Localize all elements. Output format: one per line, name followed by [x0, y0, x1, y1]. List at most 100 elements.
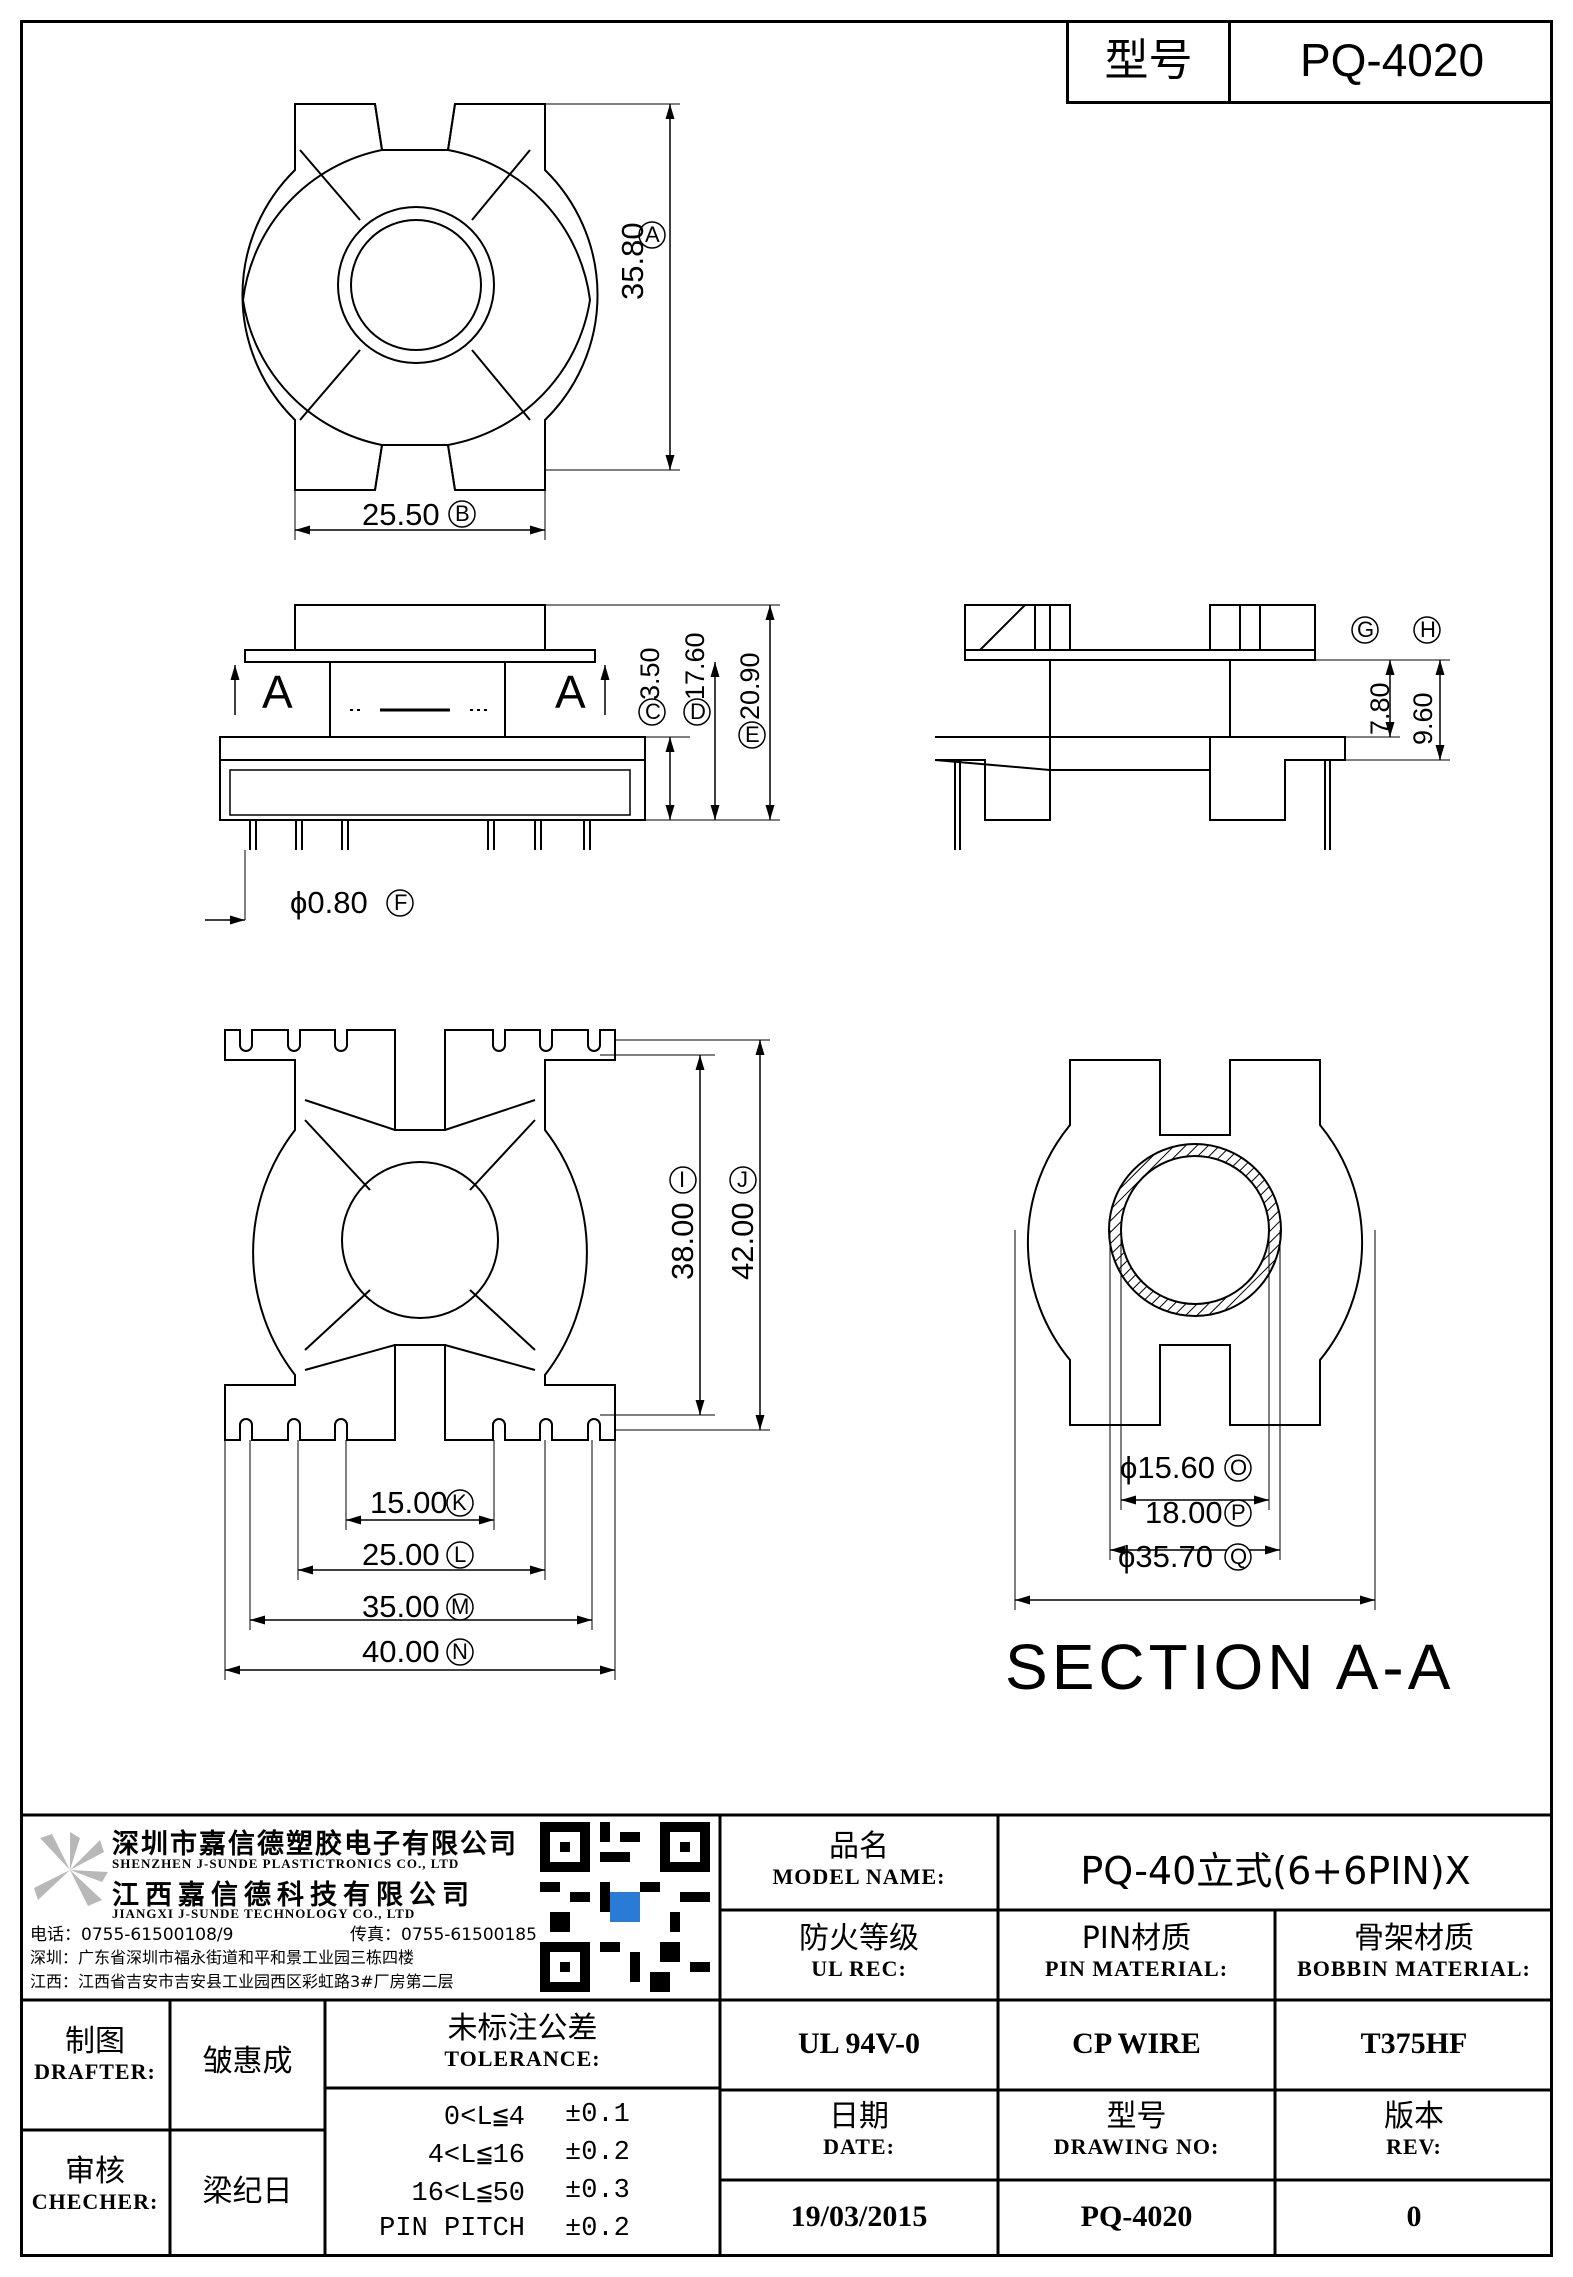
marker-n [446, 1638, 474, 1666]
marker-o-letter: O [1230, 1455, 1248, 1480]
front-view [219, 604, 646, 850]
model-name-label: 品名 MODEL NAME: [720, 1830, 998, 1890]
pin-material-en: PIN MATERIAL: [1044, 1956, 1229, 1981]
tolerance-value: ±0.3 [565, 2176, 630, 2206]
dim-i: 38.00 [665, 1202, 700, 1280]
rev-label: 版本 REV: [1275, 2100, 1553, 2160]
header-model-box: 型号 PQ-4020 [1066, 20, 1553, 104]
drawing-no-label: 型号 DRAWING NO: [998, 2100, 1275, 2160]
drafter-en: DRAFTER: [34, 2059, 156, 2084]
ul-rec-value: UL 94V-0 [798, 2027, 920, 2060]
company-logo [30, 1830, 110, 1910]
contact-fax: 传真：0755-61500185 [350, 1925, 537, 1945]
checker-label: 审核 CHECHER: [20, 2155, 170, 2215]
dim-p: 18.00 [1145, 1495, 1223, 1530]
tolerance-value: ±0.2 [565, 2138, 630, 2168]
date-value: 19/03/2015 [790, 2200, 928, 2233]
tolerance-value: ±0.1 [565, 2100, 630, 2130]
bobbin-material-cn: 骨架材质 [1354, 1921, 1474, 1956]
marker-d [683, 698, 711, 726]
front-pins [249, 820, 591, 850]
header-model-value: PQ-4020 [1299, 34, 1485, 86]
qr-code [540, 1822, 710, 1992]
section-label-left: A [262, 666, 293, 718]
company-name-en-1: SHENZHEN J-SUNDE PLASTICTRONICS CO., LTD [112, 1856, 460, 1871]
bottom-view-hole [341, 1161, 499, 1319]
company-name-cn-2: 江西嘉信德科技有限公司 [112, 1880, 475, 1911]
tolerance-range: 0<L≦4 [443, 2103, 525, 2133]
top-view-outline [241, 103, 384, 491]
ul-rec-en: UL REC: [811, 1956, 907, 1981]
marker-d-letter: D [690, 699, 706, 724]
dim-f: ϕ0.80 [290, 885, 368, 920]
marker-l-letter: L [454, 1542, 467, 1567]
tolerance-en: TOLERANCE: [444, 2046, 601, 2071]
dimension-markers [386, 221, 1441, 1666]
pin-material-cn: PIN材质 [1081, 1921, 1192, 1956]
drawing-no-value: PQ-4020 [1080, 2200, 1193, 2233]
marker-g-letter: G [1357, 617, 1375, 642]
marker-l [446, 1541, 474, 1569]
ul-rec-cn: 防火等级 [799, 1921, 919, 1956]
marker-a [638, 221, 666, 249]
dim-o: ϕ15.60 [1120, 1450, 1215, 1485]
address-jiangxi: 江西：江西省吉安市吉安县工业园西区彩虹路3#厂房第二层 [30, 1972, 454, 1991]
dim-m: 35.00 [362, 1589, 440, 1624]
dim-h: 9.60 [1408, 692, 1438, 745]
bobbin-material-en: BOBBIN MATERIAL: [1297, 1956, 1531, 1981]
title-block-grid [20, 1813, 1553, 2257]
bottom-view [224, 1029, 616, 1441]
contact-tel: 电话：0755-61500108/9 [30, 1925, 234, 1945]
marker-i-letter: I [679, 1167, 686, 1192]
dim-q: ϕ35.70 [1118, 1539, 1213, 1574]
company-name-cn-1: 深圳市嘉信德塑胶电子有限公司 [112, 1829, 518, 1860]
marker-m-letter: M [451, 1594, 470, 1619]
dim-l: 25.00 [362, 1537, 440, 1572]
marker-k-letter: K [452, 1490, 467, 1515]
model-name-en: MODEL NAME: [772, 1864, 946, 1889]
marker-o [1224, 1454, 1252, 1482]
marker-j-letter: J [737, 1167, 748, 1192]
drawing-no-cn: 型号 [1106, 2099, 1167, 2134]
tolerance-range: 4<L≦16 [427, 2141, 525, 2171]
marker-b-letter: B [455, 501, 470, 526]
dim-c: 3.50 [635, 647, 665, 700]
company-name-en-2: JIANGXI J-SUNDE TECHNOLOGY CO., LTD [112, 1906, 416, 1921]
side-view [934, 604, 1346, 850]
tolerance-table: 0<L≦4 ±0.1 4<L≦16 ±0.2 16<L≦50 ±0.3 PIN … [325, 2092, 720, 2257]
marker-k [446, 1489, 474, 1517]
dim-d: 17.60 [680, 632, 710, 700]
tolerance-label: 未标注公差 TOLERANCE: [325, 2012, 720, 2072]
checker-value: 梁纪日 [202, 2174, 293, 2209]
dim-b: 25.50 [362, 497, 440, 532]
marker-h [1413, 616, 1441, 644]
section-aa-view [1014, 1059, 1376, 1610]
drafter-value: 皱惠成 [202, 2044, 293, 2079]
date-label: 日期 DATE: [720, 2100, 998, 2160]
marker-f-letter: F [394, 890, 408, 915]
section-label-right: A [555, 666, 586, 718]
tolerance-range: 16<L≦50 [411, 2179, 525, 2209]
rev-value: 0 [1406, 2200, 1422, 2233]
top-view-hole [337, 206, 495, 364]
top-view [241, 103, 599, 491]
marker-m [446, 1593, 474, 1621]
tolerance-value: ±0.2 [565, 2214, 630, 2244]
marker-q-letter: Q [1230, 1544, 1248, 1569]
rev-en: REV: [1386, 2134, 1442, 2159]
address-shenzhen: 深圳：广东省深圳市福永街道和平和景工业园三栋四楼 [30, 1948, 415, 1967]
marker-c-letter: C [645, 699, 661, 724]
marker-g [1351, 616, 1379, 644]
pin-material-value: CP WIRE [1072, 2027, 1201, 2060]
tolerance-range: PIN PITCH [379, 2214, 525, 2244]
marker-b [448, 500, 476, 528]
ul-rec-label: 防火等级 UL REC: [720, 1922, 998, 1982]
pin-material-label: PIN材质 PIN MATERIAL: [998, 1922, 1275, 1982]
marker-i [669, 1166, 697, 1194]
drafter-label: 制图 DRAFTER: [20, 2025, 170, 2085]
model-name-cn: 品名 [829, 1829, 889, 1864]
marker-e-letter: E [745, 722, 760, 747]
dim-e: 20.90 [735, 652, 765, 720]
marker-n-letter: N [452, 1639, 468, 1664]
marker-j [729, 1166, 757, 1194]
